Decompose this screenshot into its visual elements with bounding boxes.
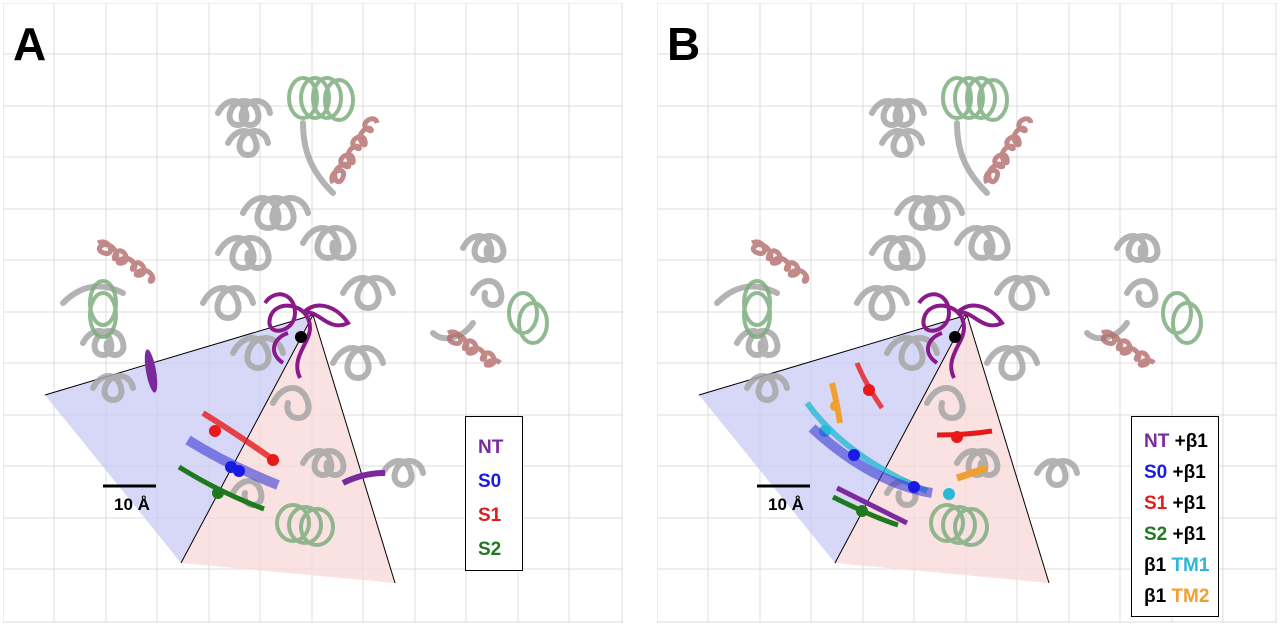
- legend-suffix: TM2: [1171, 586, 1210, 607]
- legend-suffix: +β1: [1172, 524, 1206, 545]
- panel-label: A: [13, 18, 47, 70]
- legend-entry-s0: S0 +β1: [1144, 462, 1206, 484]
- legend-label: S2: [1144, 524, 1168, 545]
- legend-label: S0: [478, 471, 502, 492]
- protein-ribbon: [714, 98, 1161, 508]
- nt-domain: [263, 292, 351, 379]
- pore-center-marker: [949, 331, 961, 343]
- nt-domain: [917, 292, 1005, 379]
- legend-suffix: TM1: [1171, 555, 1210, 576]
- legend-label: S1: [1144, 493, 1168, 514]
- legend-entry-s0: S0: [478, 471, 501, 493]
- legend-suffix: +β1: [1174, 431, 1208, 452]
- legend-label: β1: [1144, 586, 1167, 607]
- legend-entry-s1: S1: [478, 505, 501, 527]
- binding-ensembles: [804, 362, 993, 528]
- legend-entry-s2: S2 +β1: [1144, 524, 1206, 546]
- legend-label: S2: [478, 539, 502, 560]
- panel-a: A 10 Å NT S0 S1 S2: [3, 3, 623, 623]
- red-helices: [750, 116, 1156, 368]
- legend-label: NT: [1144, 431, 1170, 452]
- legend-entry-b1-tm1: β1 TM1: [1144, 555, 1209, 577]
- structure-figure-a: [3, 3, 623, 623]
- protein-ribbon: [60, 98, 507, 508]
- binding-ensembles: [144, 349, 386, 512]
- legend-label: β1: [1144, 555, 1167, 576]
- green-helices: [742, 76, 1203, 547]
- legend-label: S0: [1144, 462, 1168, 483]
- legend-entry-nt: NT +β1: [1144, 431, 1208, 453]
- legend-suffix: +β1: [1172, 493, 1206, 514]
- legend-label: S1: [478, 505, 502, 526]
- legend-entry-nt: NT: [478, 437, 503, 459]
- panel-b: B 10 Å NT +β1 S0 +β1 S1 +β1 S2 +β1 β1 TM…: [657, 3, 1277, 623]
- legend-label: NT: [478, 437, 504, 458]
- scale-bar-label: 10 Å: [114, 495, 150, 514]
- legend-suffix: +β1: [1172, 462, 1206, 483]
- scale-bar-label: 10 Å: [768, 495, 804, 514]
- red-helices: [96, 116, 502, 368]
- legend-entry-s2: S2: [478, 539, 501, 561]
- legend: NT +β1 S0 +β1 S1 +β1 S2 +β1 β1 TM1 β1 TM…: [1131, 416, 1219, 617]
- legend: NT S0 S1 S2: [465, 416, 523, 571]
- legend-entry-s1: S1 +β1: [1144, 493, 1206, 515]
- structure-figure-b: [657, 3, 1277, 623]
- legend-entry-b1-tm2: β1 TM2: [1144, 586, 1209, 608]
- panel-label: B: [667, 18, 701, 70]
- pore-center-marker: [295, 331, 307, 343]
- green-helices: [88, 76, 549, 547]
